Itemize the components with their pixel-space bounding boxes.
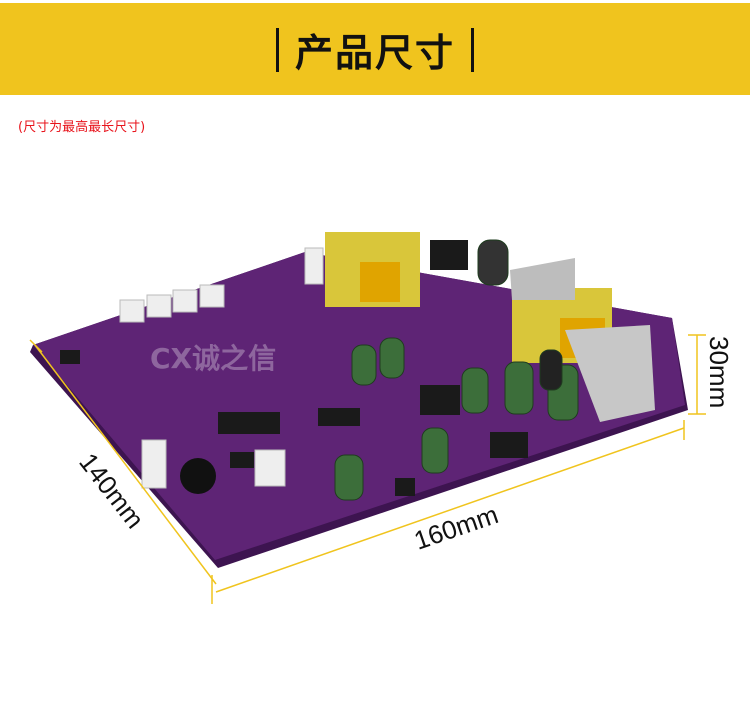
- height-label: 30mm: [704, 336, 734, 408]
- header-band: [0, 3, 750, 95]
- title-text: 产品尺寸: [294, 31, 455, 75]
- buzzer: [180, 458, 216, 494]
- connectors: [119, 247, 324, 489]
- title-divider-right: [471, 27, 474, 72]
- title-divider-left: [275, 27, 279, 72]
- heatsink-2: [510, 258, 575, 300]
- dimension-lines: [29, 334, 706, 604]
- capacitors: [334, 239, 579, 501]
- transformer-1: [325, 232, 420, 307]
- size-note: (尺寸为最高最长尺寸): [18, 120, 146, 135]
- heatsink-1: [565, 325, 655, 422]
- page-title: 产品尺寸: [0, 22, 750, 77]
- chips: [60, 240, 528, 496]
- watermark-logo: CX诚之信: [150, 342, 276, 375]
